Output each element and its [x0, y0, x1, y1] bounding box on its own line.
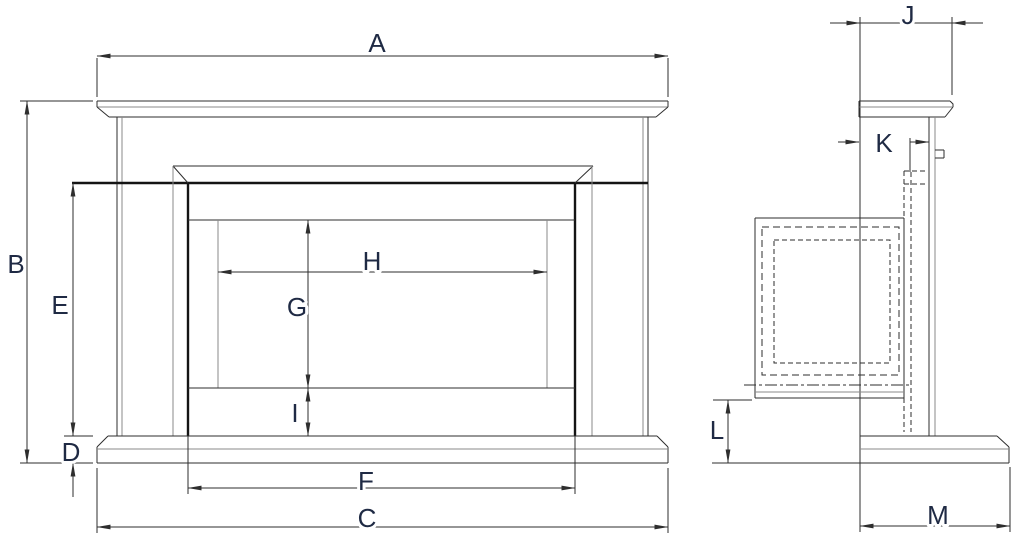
front-view: A B E D C F — [4, 25, 669, 536]
dimension-e: E — [48, 182, 76, 437]
side-base — [712, 435, 1010, 464]
dim-label-b: B — [7, 249, 24, 279]
dimension-h: H — [217, 243, 548, 279]
side-shelf — [858, 100, 954, 118]
left-leg — [116, 117, 123, 436]
side-view: J K L M — [707, 0, 1011, 533]
side-column — [928, 117, 945, 436]
dim-label-k: K — [875, 128, 893, 158]
mantel-shelf — [96, 100, 669, 118]
base-plinth — [96, 435, 669, 464]
dimension-m: M — [859, 467, 1011, 533]
dimension-f: F — [187, 436, 576, 499]
dim-label-f: F — [358, 466, 374, 496]
dim-label-e: E — [51, 290, 68, 320]
dim-label-d: D — [62, 437, 81, 467]
dim-label-j: J — [902, 0, 915, 30]
dimension-a: A — [96, 25, 669, 97]
dimension-b: B — [4, 100, 93, 464]
inset-firebox — [744, 170, 928, 432]
dim-label-c: C — [358, 503, 377, 533]
dimension-l: L — [707, 399, 752, 464]
dimension-c: C — [96, 468, 669, 536]
dim-label-a: A — [368, 28, 386, 58]
dimension-i: I — [288, 387, 311, 437]
dimension-j: J — [830, 0, 983, 95]
dim-label-g: G — [287, 292, 307, 322]
dim-label-h: H — [363, 246, 382, 276]
inner-surround — [172, 165, 594, 436]
dimension-g: G — [284, 219, 311, 389]
dim-label-i: I — [291, 398, 298, 428]
dimension-k: K — [838, 125, 930, 172]
dim-label-l: L — [710, 415, 724, 445]
dimension-d: D — [59, 434, 93, 497]
right-leg — [642, 117, 649, 436]
dim-label-m: M — [927, 500, 949, 530]
